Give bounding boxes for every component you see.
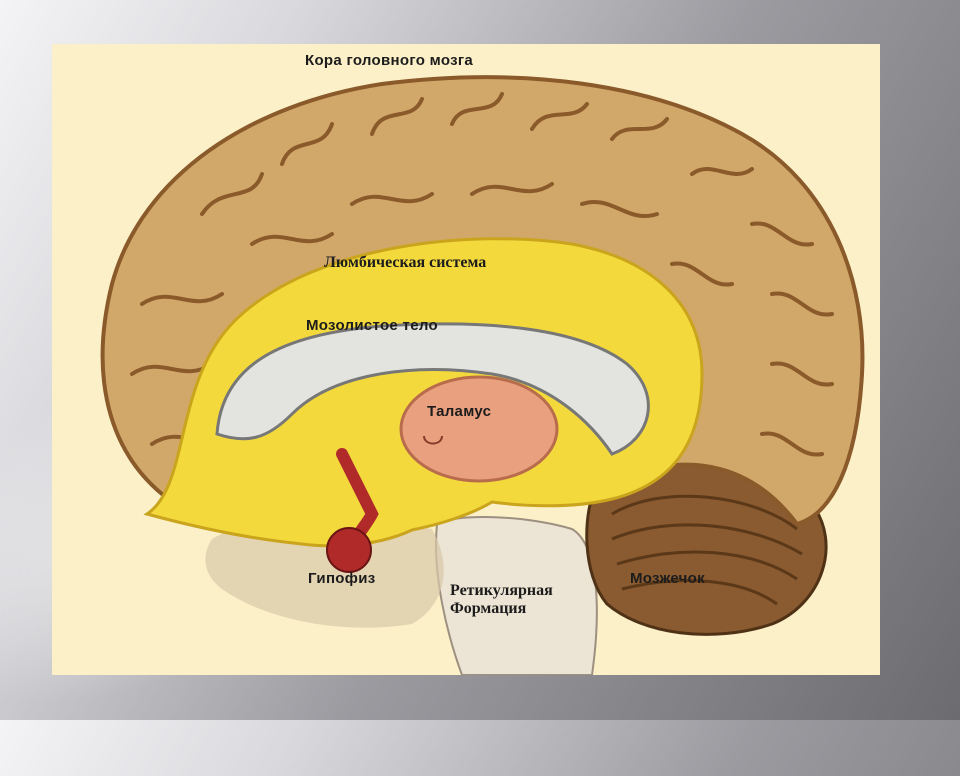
label-reticular-line2: Формация xyxy=(450,600,527,617)
label-reticular-line1: Ретикулярная xyxy=(450,582,553,599)
thalamus-mark xyxy=(423,435,443,445)
brainstem-shape xyxy=(435,516,598,675)
thalamus-shape xyxy=(399,375,559,483)
label-corpus-callosum: Мозолистое тело xyxy=(306,317,438,334)
label-limbic-system: Люмбическая система xyxy=(324,254,487,271)
label-pituitary: Гипофиз xyxy=(308,570,376,587)
pituitary-shape xyxy=(326,448,379,573)
label-cerebellum: Мозжечок xyxy=(630,570,705,587)
label-thalamus: Таламус xyxy=(427,403,492,420)
corpus-callosum-shape xyxy=(215,322,650,456)
label-cortex: Кора головного мозга xyxy=(305,52,474,69)
lower-shadow-region xyxy=(205,518,444,628)
label-reticular-formation: Ретикулярная Формация xyxy=(450,582,590,618)
brain-illustration xyxy=(100,75,865,675)
brain-diagram-panel: Кора головного мозга Люмбическая система… xyxy=(52,44,880,675)
